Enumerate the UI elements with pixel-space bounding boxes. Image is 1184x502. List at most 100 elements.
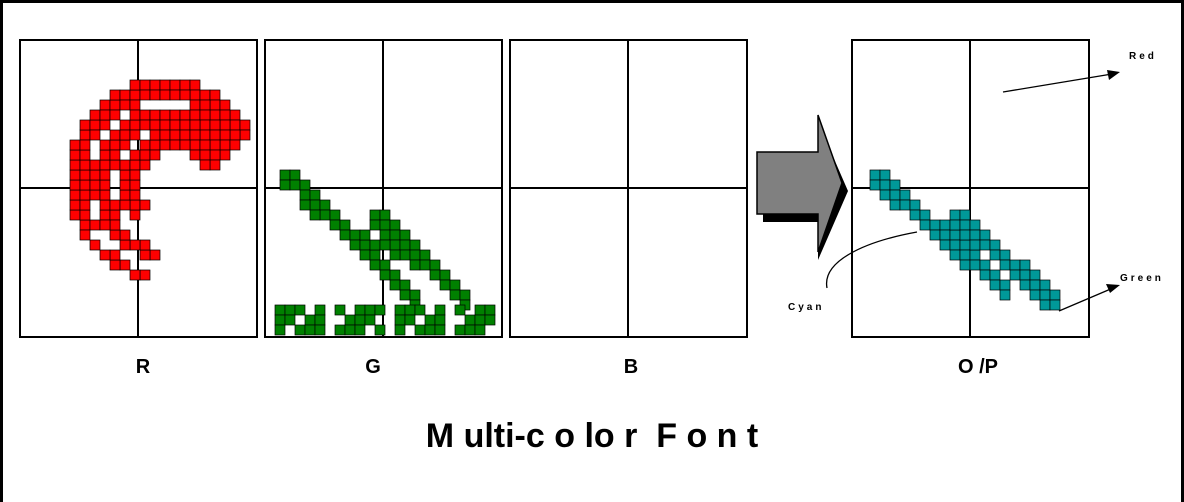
red-pixel bbox=[179, 139, 191, 151]
red-pixel bbox=[149, 79, 161, 91]
green-pixel bbox=[379, 219, 391, 231]
red-pixel bbox=[199, 119, 211, 131]
green-pixel bbox=[379, 209, 391, 221]
green-pixel bbox=[454, 324, 466, 336]
green-pixel bbox=[369, 239, 381, 251]
cyan-pixel bbox=[969, 239, 981, 251]
cyan-pixel bbox=[1039, 299, 1051, 311]
green-pixel bbox=[314, 304, 326, 316]
cyan-pixel bbox=[1049, 289, 1061, 301]
green-pixel bbox=[279, 179, 291, 191]
cyan-pixel bbox=[959, 209, 971, 221]
red-pixel bbox=[119, 259, 131, 271]
panel-label-b: B bbox=[624, 356, 638, 378]
green-pixel bbox=[309, 209, 321, 221]
red-pixel bbox=[199, 109, 211, 121]
red-pixel bbox=[189, 119, 201, 131]
cyan-pixel bbox=[989, 269, 1001, 281]
red-pixel bbox=[99, 139, 111, 151]
red-pixel bbox=[79, 139, 91, 151]
big-right-arrow-icon bbox=[756, 114, 848, 260]
red-pixel bbox=[129, 169, 141, 181]
red-pixel bbox=[99, 119, 111, 131]
red-pixel bbox=[139, 149, 151, 161]
green-pixel bbox=[394, 304, 406, 316]
red-pixel bbox=[119, 189, 131, 201]
red-pixel bbox=[109, 99, 121, 111]
red-pixel bbox=[69, 179, 81, 191]
red-pixel bbox=[109, 89, 121, 101]
green-pixel bbox=[439, 279, 451, 291]
red-pixel bbox=[99, 149, 111, 161]
green-pixel bbox=[344, 314, 356, 326]
cyan-pixel bbox=[1009, 269, 1021, 281]
green-pixel bbox=[354, 324, 366, 336]
red-pixel bbox=[129, 269, 141, 281]
red-pixel bbox=[119, 99, 131, 111]
red-pixel bbox=[189, 139, 201, 151]
red-pixel bbox=[109, 139, 121, 151]
red-pixel bbox=[109, 249, 121, 261]
red-pixel bbox=[149, 149, 161, 161]
red-pixel bbox=[89, 129, 101, 141]
cyan-pixel bbox=[869, 169, 881, 181]
cyan-callout-line bbox=[826, 231, 918, 289]
green-pixel bbox=[449, 289, 461, 301]
cyan-pixel bbox=[949, 229, 961, 241]
green-pixel bbox=[389, 219, 401, 231]
red-pixel bbox=[229, 109, 241, 121]
red-pixel bbox=[79, 159, 91, 171]
red-pixel bbox=[189, 99, 201, 111]
red-pixel bbox=[119, 159, 131, 171]
red-pixel bbox=[189, 129, 201, 141]
cyan-pixel bbox=[949, 219, 961, 231]
red-pixel bbox=[169, 89, 181, 101]
green-pixel bbox=[474, 324, 486, 336]
red-pixel bbox=[189, 89, 201, 101]
red-pixel bbox=[129, 239, 141, 251]
cyan-pixel bbox=[929, 229, 941, 241]
red-label: Red bbox=[1129, 51, 1157, 62]
cyan-pixel bbox=[1009, 259, 1021, 271]
cyan-pixel bbox=[949, 209, 961, 221]
green-pixel bbox=[429, 269, 441, 281]
red-pixel bbox=[159, 129, 171, 141]
green-pixel bbox=[409, 239, 421, 251]
green-pixel bbox=[359, 249, 371, 261]
red-pixel bbox=[129, 79, 141, 91]
cyan-pixel bbox=[909, 199, 921, 211]
red-pixel bbox=[79, 219, 91, 231]
green-pixel bbox=[364, 304, 376, 316]
red-pixel bbox=[229, 119, 241, 131]
green-pixel bbox=[334, 324, 346, 336]
red-pixel bbox=[109, 219, 121, 231]
red-pixel bbox=[79, 169, 91, 181]
red-pixel bbox=[109, 149, 121, 161]
red-pixel bbox=[129, 129, 141, 141]
cyan-pixel bbox=[949, 249, 961, 261]
green-pixel bbox=[369, 219, 381, 231]
cyan-pixel bbox=[989, 249, 1001, 261]
red-pixel bbox=[169, 119, 181, 131]
red-pixel bbox=[119, 169, 131, 181]
green-pixel bbox=[369, 209, 381, 221]
red-pixel bbox=[169, 129, 181, 141]
red-pixel bbox=[239, 119, 251, 131]
cyan-pixel bbox=[989, 279, 1001, 291]
cyan-pixel bbox=[999, 249, 1011, 261]
red-pixel bbox=[139, 139, 151, 151]
green-pixel bbox=[389, 229, 401, 241]
panel-op bbox=[851, 39, 1090, 338]
green-pixel bbox=[434, 314, 446, 326]
red-pixel bbox=[219, 119, 231, 131]
red-pixel bbox=[109, 209, 121, 221]
red-pixel bbox=[159, 89, 171, 101]
red-pixel bbox=[199, 149, 211, 161]
red-pixel bbox=[109, 109, 121, 121]
red-pixel bbox=[99, 249, 111, 261]
green-pixel bbox=[464, 324, 476, 336]
cyan-pixel bbox=[989, 239, 1001, 251]
cyan-pixel bbox=[969, 219, 981, 231]
